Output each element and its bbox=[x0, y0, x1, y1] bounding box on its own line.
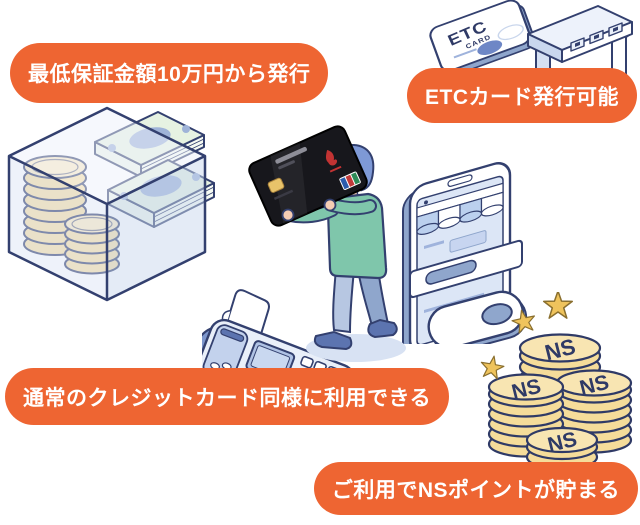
etc-card-illustration: ETC CARD bbox=[429, 0, 534, 76]
person-with-credit-card-illustration bbox=[248, 125, 406, 362]
badge-min-guarantee: 最低保証金額10万円から発行 bbox=[10, 43, 329, 103]
smartphone-shop-illustration bbox=[402, 162, 528, 344]
star-icon bbox=[511, 309, 535, 334]
badge-usage: 通常のクレジットカード同様に利用できる bbox=[5, 368, 450, 425]
screen-line bbox=[424, 240, 444, 249]
card-micro-text bbox=[453, 48, 477, 59]
card-blue-oval bbox=[477, 40, 503, 55]
card-brand-logo bbox=[325, 149, 342, 173]
money-box-illustration bbox=[7, 106, 215, 302]
person-legs bbox=[313, 266, 398, 351]
phone-camera-dot bbox=[424, 200, 428, 205]
card-white-oval bbox=[497, 24, 524, 41]
shoe-left bbox=[313, 330, 353, 351]
card-face bbox=[429, 0, 531, 72]
card-network-mark bbox=[339, 171, 361, 190]
card-chip-icon bbox=[267, 177, 285, 193]
person-hand-left bbox=[281, 208, 295, 222]
card-number-line bbox=[273, 189, 294, 201]
shoe-right bbox=[367, 318, 398, 339]
phone-speaker bbox=[447, 174, 473, 187]
card-name-text bbox=[275, 146, 307, 164]
card-sub-text bbox=[278, 160, 295, 170]
badge-ns-points: ご利用でNSポイントが貯まる bbox=[313, 462, 638, 515]
printer-slot bbox=[220, 328, 245, 342]
person-hand-right bbox=[323, 198, 337, 212]
pop-out-tag bbox=[409, 239, 523, 299]
star-icon bbox=[542, 292, 574, 319]
coin-stack-short bbox=[64, 213, 120, 275]
badge-etc-card: ETCカード発行可能 bbox=[407, 68, 637, 123]
screen-widget bbox=[449, 230, 487, 253]
ns-coins-illustration: NS NS NS NS bbox=[480, 292, 633, 472]
gate-beam-panels bbox=[570, 22, 623, 52]
star-icon bbox=[480, 355, 505, 380]
glass-cube bbox=[7, 106, 207, 302]
shop-awning-icon bbox=[416, 182, 504, 235]
giant-credit-card bbox=[248, 125, 368, 227]
pop-out-tray bbox=[427, 290, 528, 344]
